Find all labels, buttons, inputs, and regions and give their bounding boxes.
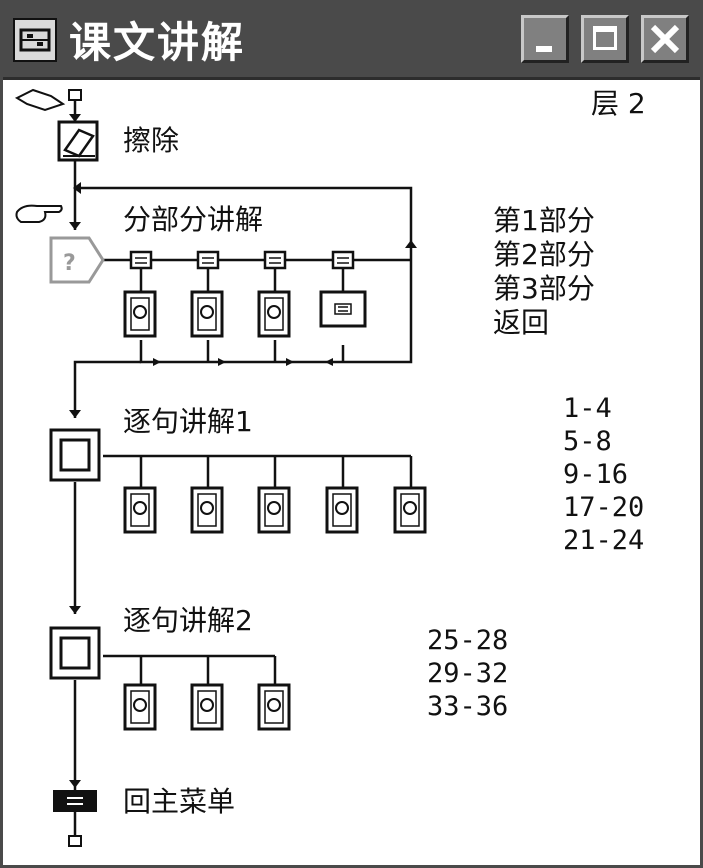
calculation-icon[interactable] xyxy=(319,290,367,328)
map-icon xyxy=(13,18,57,62)
section-options: 第1部分 第2部分 第3部分 返回 xyxy=(493,204,595,340)
range-item: 29-32 xyxy=(427,658,509,689)
title-bar[interactable]: 课文讲解 xyxy=(3,3,700,80)
window-title: 课文讲解 xyxy=(69,18,246,67)
range-item: 5-8 xyxy=(563,426,612,457)
range-item: 9-16 xyxy=(563,459,629,490)
map-group-icon[interactable] xyxy=(190,290,224,338)
section-option: 第3部分 xyxy=(493,272,595,305)
pointing-hand-icon[interactable] xyxy=(15,204,63,223)
range-item: 17-20 xyxy=(563,492,645,523)
range-item: 1-4 xyxy=(563,393,612,424)
interaction-icon[interactable] xyxy=(49,626,101,680)
map-group-icon[interactable] xyxy=(257,486,291,534)
map-group-icon[interactable] xyxy=(123,683,157,731)
close-button[interactable] xyxy=(641,15,689,63)
map-group-icon[interactable] xyxy=(190,683,224,731)
minimize-icon xyxy=(536,46,552,52)
close-icon xyxy=(650,24,680,54)
end-marker-icon xyxy=(68,835,82,847)
framework-branch-markers xyxy=(129,250,355,270)
eraser-icon[interactable] xyxy=(57,120,99,162)
sentence2-label: 逐句讲解2 xyxy=(123,604,253,637)
map-group-icon[interactable] xyxy=(257,683,291,731)
erase-label: 擦除 xyxy=(123,124,180,157)
range-item: 25-28 xyxy=(427,625,509,656)
decision-icon[interactable]: ? xyxy=(49,236,105,284)
svg-text:?: ? xyxy=(63,251,76,276)
map-group-icon[interactable] xyxy=(257,290,291,338)
main-menu-label: 回主菜单 xyxy=(123,785,236,818)
flowline-diagram: ? xyxy=(14,88,427,847)
section-option: 返回 xyxy=(493,306,550,339)
range-item: 33-36 xyxy=(427,691,509,722)
sentence1-label: 逐句讲解1 xyxy=(123,405,253,438)
section-option: 第2部分 xyxy=(493,238,595,271)
map-group-icon[interactable] xyxy=(123,290,157,338)
layer-label: 层 2 xyxy=(591,87,646,120)
interaction-icon[interactable] xyxy=(49,428,101,482)
maximize-button[interactable] xyxy=(581,15,629,63)
range-item: 21-24 xyxy=(563,525,645,556)
map-group-icon[interactable] xyxy=(325,486,359,534)
map-group-icon[interactable] xyxy=(123,486,157,534)
sentence1-ranges: 1-4 5-8 9-16 17-20 21-24 xyxy=(563,392,644,557)
map-group-icon[interactable] xyxy=(393,486,427,534)
calculation-icon[interactable] xyxy=(53,790,97,812)
flowline-canvas[interactable]: ? xyxy=(3,80,700,865)
minimize-button[interactable] xyxy=(521,15,569,63)
start-flag-icon[interactable] xyxy=(14,88,82,112)
sentence2-ranges: 25-28 29-32 33-36 xyxy=(427,624,508,723)
map-icon-glyph xyxy=(19,28,51,52)
map-group-icon[interactable] xyxy=(190,486,224,534)
framework-label: 分部分讲解 xyxy=(123,203,264,236)
maximize-icon xyxy=(593,26,617,50)
section-option: 第1部分 xyxy=(493,204,595,237)
